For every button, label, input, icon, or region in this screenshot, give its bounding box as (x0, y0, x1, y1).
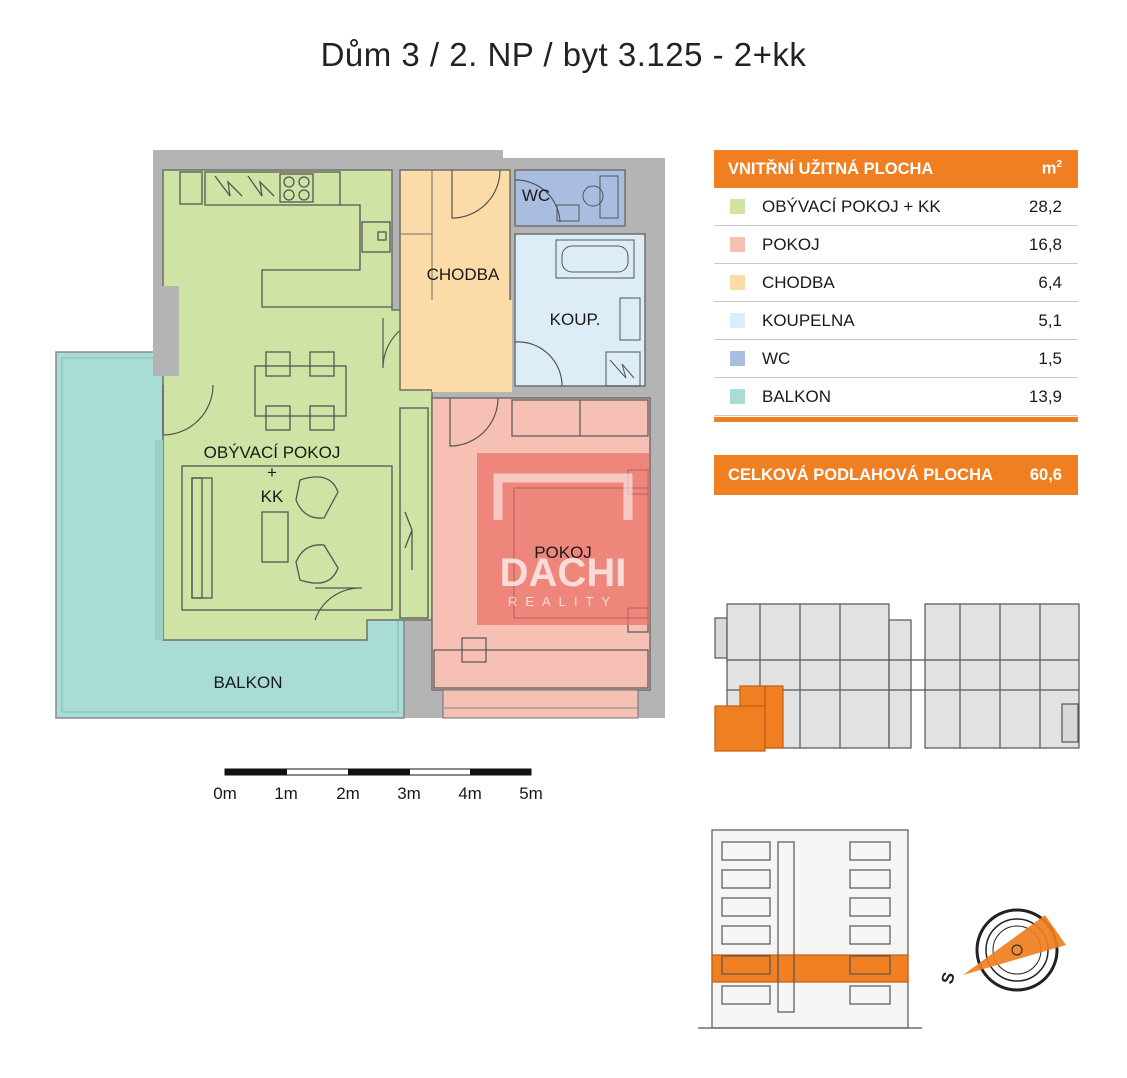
label-koupelna: KOUP. (550, 310, 601, 329)
area-row-value: 6,4 (1038, 272, 1062, 292)
area-row-value: 13,9 (1028, 386, 1062, 406)
scale-label-2: 2m (336, 784, 360, 803)
koupelna-area (514, 233, 646, 387)
scale-label-5: 5m (519, 784, 543, 803)
color-swatch (730, 351, 745, 366)
dining-table (254, 351, 347, 431)
compass-icon: S (938, 908, 1066, 992)
wc-area (514, 169, 626, 227)
total-value: 60,6 (1029, 465, 1062, 484)
area-row-value: 1,5 (1038, 348, 1062, 368)
color-swatch (730, 275, 745, 290)
label-balkon: BALKON (214, 673, 283, 692)
color-swatch (730, 389, 745, 404)
area-row-name: BALKON (762, 386, 831, 406)
total-label: CELKOVÁ PODLAHOVÁ PLOCHA (728, 465, 993, 484)
label-pokoj: POKOJ (534, 543, 592, 562)
page-title: Dům 3 / 2. NP / byt 3.125 - 2+kk (320, 36, 807, 73)
kitchen-furniture (179, 171, 392, 308)
area-row: WC 1,5 (714, 340, 1078, 378)
area-table-header: VNITŘNÍ UŽITNÁ PLOCHA m2 (714, 150, 1078, 188)
dachi-watermark: DACHI REALITY (477, 453, 649, 625)
area-row-name: OBÝVACÍ POKOJ + KK (762, 196, 941, 216)
scale-bar: 0m 1m 2m 3m 4m 5m (213, 768, 543, 803)
area-row-name: WC (762, 348, 791, 368)
label-living-1: OBÝVACÍ POKOJ (204, 443, 341, 462)
area-row-value: 16,8 (1028, 234, 1062, 254)
area-row-value: 28,2 (1028, 196, 1062, 216)
area-row-name: CHODBA (762, 272, 835, 292)
area-row-name: KOUPELNA (762, 310, 855, 330)
watermark-sub: REALITY (508, 594, 618, 609)
scale-label-4: 4m (458, 784, 482, 803)
color-swatch (730, 199, 745, 214)
label-living-2: + (267, 463, 277, 482)
area-header-label: VNITŘNÍ UŽITNÁ PLOCHA (728, 159, 934, 178)
watermark-brand: DACHI (500, 551, 627, 595)
label-wc: WC (522, 186, 550, 205)
sofa-set (181, 465, 393, 611)
scale-label-1: 1m (274, 784, 298, 803)
building-elevation (698, 829, 922, 1029)
label-living-3: KK (261, 487, 284, 506)
area-row-value: 5,1 (1038, 310, 1062, 330)
scale-label-0: 0m (213, 784, 237, 803)
scale-label-3: 3m (397, 784, 421, 803)
area-row: POKOJ 16,8 (714, 226, 1078, 264)
label-chodba: CHODBA (427, 265, 500, 284)
area-row: BALKON 13,9 (714, 378, 1078, 416)
area-table: VNITŘNÍ UŽITNÁ PLOCHA m2 OBÝVACÍ POKOJ +… (714, 150, 1078, 422)
color-swatch (730, 237, 745, 252)
area-unit: m2 (1041, 159, 1062, 178)
area-row-name: POKOJ (762, 234, 820, 254)
compass-label: S (938, 970, 959, 986)
total-area-bar: CELKOVÁ PODLAHOVÁ PLOCHA 60,6 (714, 455, 1078, 495)
area-row: CHODBA 6,4 (714, 264, 1078, 302)
area-row: KOUPELNA 5,1 (714, 302, 1078, 340)
area-row: OBÝVACÍ POKOJ + KK 28,2 (714, 188, 1078, 226)
key-plan (714, 603, 1080, 752)
color-swatch (730, 313, 745, 328)
area-table-bottom-rule (714, 417, 1078, 422)
